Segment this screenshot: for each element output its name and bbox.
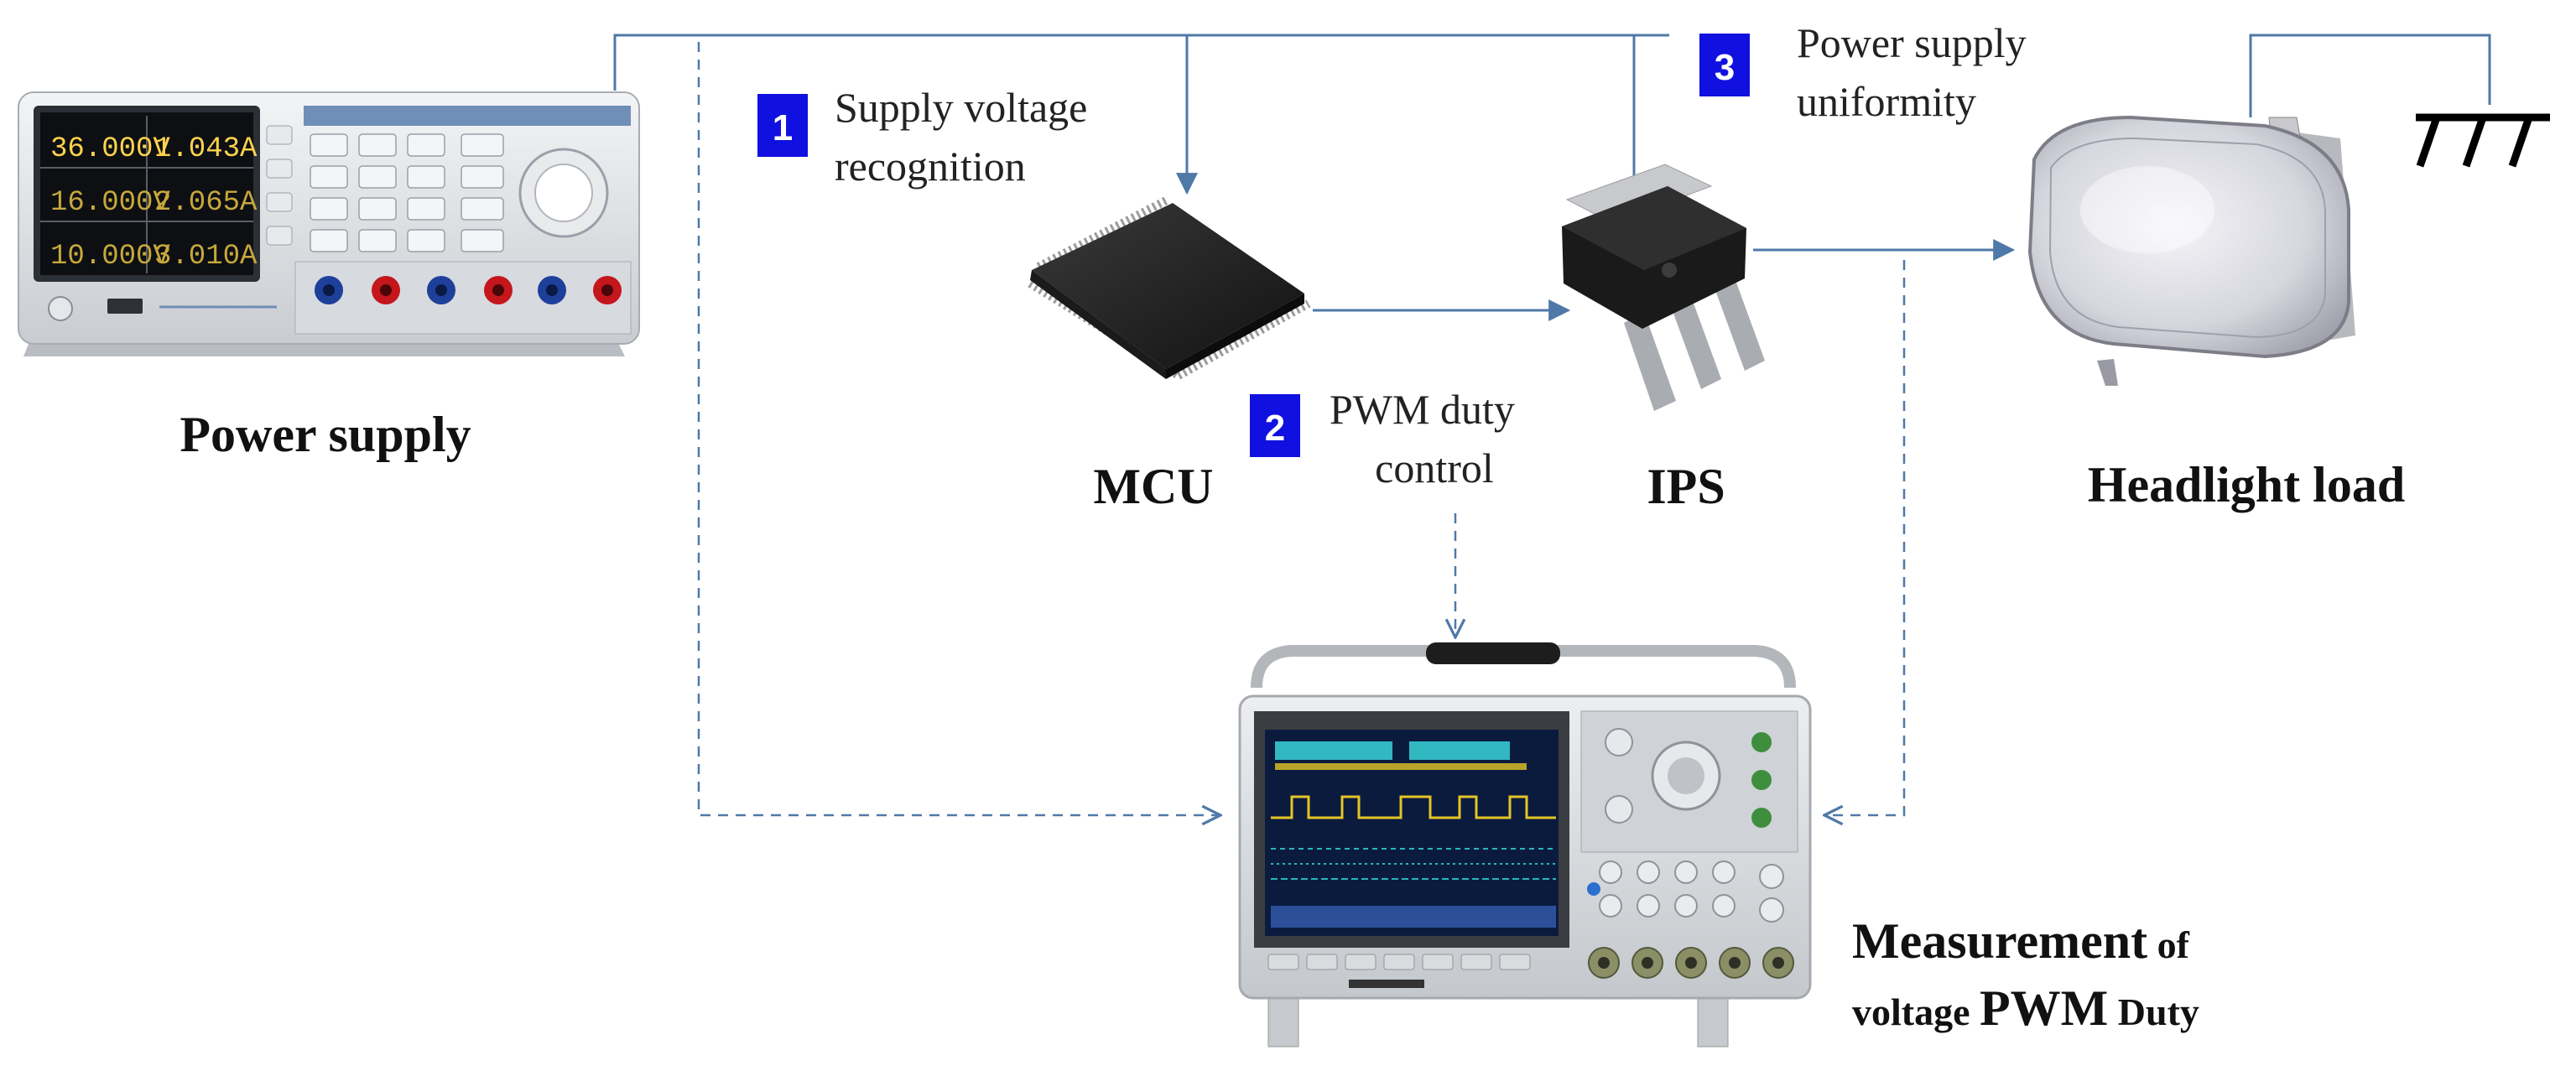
measurement-voltage-word: voltage [1852, 990, 1980, 1033]
power-supply-label: Power supply [180, 407, 471, 462]
measurement-pwm-word: PWM [1980, 980, 2108, 1036]
ground-symbol-icon [2416, 113, 2550, 168]
ips-measure-line [1824, 260, 1906, 815]
step-2-number: 2 [1265, 408, 1285, 449]
step-2-badge [1250, 394, 1300, 457]
ps-ch2-current: 2.065A [154, 187, 258, 219]
step-3-number: 3 [1715, 47, 1735, 88]
measurement-of-word: of [2147, 923, 2190, 966]
ps-ch3-current: 3.010A [154, 241, 258, 273]
measurement-label-line1: Measurement of [1852, 913, 2190, 969]
connection-lines [613, 34, 2491, 321]
bench-power-supply-icon: 36.000V 1.043A 16.000V 2.065A 10.000V 3.… [18, 91, 640, 356]
step-1-line1: Supply voltage [835, 84, 1087, 131]
step-2-line2: control [1375, 445, 1494, 491]
step-1-number: 1 [773, 107, 793, 148]
headlight-lamp-icon [2027, 115, 2355, 386]
ps-ch2-voltage: 16.000V [50, 187, 170, 219]
microcontroller-chip-icon [1028, 195, 1311, 380]
step-3: 3 Power supply uniformity [1699, 19, 2027, 125]
step-1-line2: recognition [835, 143, 1026, 190]
measurement-lines [697, 42, 1906, 815]
supply-bus-line [613, 34, 1669, 91]
step-1-badge [757, 94, 808, 157]
headlight-to-ground-line [2249, 34, 2491, 117]
oscilloscope-icon [1238, 642, 1812, 1048]
ps-ch1-current: 1.043A [154, 133, 258, 165]
headlight-label: Headlight load [2088, 457, 2405, 512]
ips-label: IPS [1647, 459, 1725, 514]
measurement-label-line2: voltage PWM Duty [1852, 980, 2199, 1036]
intelligent-power-switch-icon [1562, 164, 1765, 411]
step-3-badge [1699, 34, 1750, 96]
measurement-word: Measurement [1852, 913, 2147, 969]
step-3-line1: Power supply [1797, 19, 2027, 66]
step-3-line2: uniformity [1797, 78, 1976, 125]
step-2-line1: PWM duty [1330, 386, 1515, 433]
ps-ch1-voltage: 36.000V [50, 133, 170, 165]
measurement-duty-word: Duty [2108, 990, 2199, 1033]
ps-ch3-voltage: 10.000V [50, 241, 170, 273]
mcu-label: MCU [1093, 459, 1213, 514]
step-2: 2 PWM duty control [1250, 386, 1515, 491]
step-1: 1 Supply voltage recognition [757, 84, 1087, 190]
